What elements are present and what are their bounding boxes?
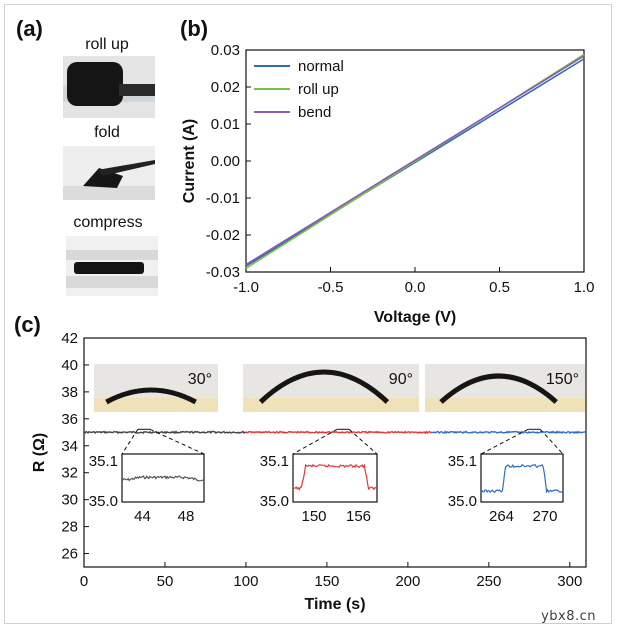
panel-a-label: (a) (16, 16, 43, 41)
r-series-line-1 (245, 430, 433, 435)
inset-y-label-top: 35.1 (89, 453, 118, 470)
r-y-tick-label: 26 (61, 546, 78, 563)
inset-x-label-left: 44 (134, 508, 151, 525)
bend-photo-tape (425, 398, 585, 412)
r-x-tick-label: 300 (557, 573, 582, 590)
inset-x-label-left: 264 (489, 508, 514, 525)
r-y-tick-label: 34 (61, 438, 78, 455)
iv-series-line-0 (245, 58, 585, 267)
inset-y-label-bottom: 35.0 (89, 493, 118, 510)
panel-b-label: (b) (180, 16, 209, 41)
figure-frame (4, 4, 612, 624)
r-series-line-0 (83, 430, 247, 435)
inset-1 (121, 428, 205, 503)
inset-y-label-bottom: 35.0 (260, 493, 289, 510)
panel-c-label: (c) (14, 312, 41, 337)
bend-angle-label: 150° (546, 371, 579, 388)
iv-y-tick-label: 0.00 (211, 153, 240, 170)
r-series-line-2 (431, 430, 587, 435)
inset-3 (480, 428, 564, 503)
r-x-tick-label: 100 (233, 573, 258, 590)
inset-zoom-line (539, 428, 564, 455)
r-y-tick-label: 40 (61, 357, 78, 374)
bend-photo-1 (94, 364, 218, 412)
iv-x-tick-label: 1.0 (574, 279, 595, 296)
r-y-axis-label: R (Ω) (31, 433, 48, 472)
photo-fold-caption: fold (94, 124, 120, 141)
inset-frame (480, 453, 564, 503)
photo-fold (63, 146, 155, 200)
iv-legend-label: normal (298, 58, 344, 75)
watermark: ybx8.cn (541, 609, 596, 624)
iv-legend-label: roll up (298, 81, 339, 98)
iv-y-tick-label: -0.01 (206, 190, 240, 207)
inset-x-label-right: 156 (346, 508, 371, 525)
bend-photo-sample (105, 387, 197, 405)
inset-x-label-right: 48 (178, 508, 195, 525)
r-y-tick-label: 38 (61, 384, 78, 401)
photo-roll-up-caption: roll up (85, 36, 129, 53)
r-x-tick-label: 50 (157, 573, 174, 590)
r-y-tick-label: 36 (61, 411, 78, 428)
iv-y-tick-label: 0.01 (211, 116, 240, 133)
inset-zoom-line (149, 428, 205, 455)
bend-angle-label: 30° (188, 371, 212, 388)
inset-trace (480, 464, 564, 494)
iv-y-axis-label: Current (A) (181, 119, 198, 203)
inset-zoom-line (480, 428, 529, 455)
iv-series-line-2 (245, 55, 585, 266)
inset-2 (292, 428, 378, 503)
iv-x-axis-label: Voltage (V) (374, 309, 456, 326)
inset-x-label-right: 270 (532, 508, 557, 525)
inset-y-label-top: 35.1 (260, 453, 289, 470)
photo-roll-up (63, 56, 155, 118)
iv-x-tick-label: 0.0 (405, 279, 426, 296)
inset-zoom-line (348, 428, 378, 455)
r-x-tick-label: 150 (314, 573, 339, 590)
inset-y-label-top: 35.1 (448, 453, 477, 470)
inset-x-label-left: 150 (301, 508, 326, 525)
iv-x-tick-label: -0.5 (318, 279, 344, 296)
inset-trace (292, 463, 378, 491)
r-x-tick-label: 0 (80, 573, 88, 590)
bend-photo-tape (94, 398, 218, 412)
r-x-tick-label: 200 (395, 573, 420, 590)
inset-trace (121, 475, 205, 482)
bend-photo-tape (243, 398, 419, 412)
bend-photo-sample (258, 369, 390, 404)
inset-y-label-bottom: 35.0 (448, 493, 477, 510)
r-y-tick-label: 28 (61, 519, 78, 536)
iv-y-tick-label: -0.03 (206, 264, 240, 281)
photo-compress-caption: compress (73, 214, 143, 231)
r-x-axis-label: Time (s) (304, 596, 365, 613)
r-y-tick-label: 32 (61, 465, 78, 482)
iv-legend-label: bend (298, 104, 331, 121)
iv-x-tick-label: -1.0 (233, 279, 259, 296)
iv-y-tick-label: 0.03 (211, 42, 240, 59)
iv-y-tick-label: 0.02 (211, 79, 240, 96)
inset-zoom-line (292, 428, 338, 455)
bend-photo-3 (425, 364, 585, 412)
r-x-tick-label: 250 (476, 573, 501, 590)
r-y-tick-label: 30 (61, 492, 78, 509)
iv-x-tick-label: 0.5 (489, 279, 510, 296)
inset-frame (292, 453, 378, 503)
r-plot-area (83, 337, 587, 568)
r-y-tick-label: 42 (61, 330, 78, 347)
iv-y-tick-label: -0.02 (206, 227, 240, 244)
photo-compress (66, 236, 158, 296)
inset-zoom-line (121, 429, 139, 455)
bend-photo-sample (439, 373, 558, 404)
bend-angle-label: 90° (389, 371, 413, 388)
bend-photo-2 (243, 364, 419, 412)
